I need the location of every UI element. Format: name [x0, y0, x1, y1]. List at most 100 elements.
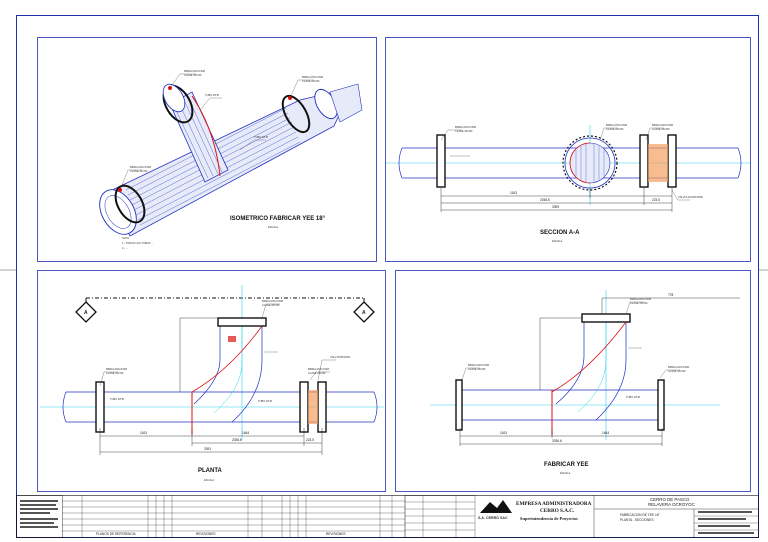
iso-scale: ESCALA — [268, 225, 279, 229]
svg-text:A: A — [362, 310, 366, 316]
project-name-2: RELAVERA OCROYOC — [648, 502, 695, 507]
section-gasket — [648, 144, 668, 182]
section-title: SECCION A-A — [540, 230, 580, 236]
ref-drawings-label: PLANOS DE REFERENCIA — [96, 532, 137, 536]
isometric-view: BRIDA ANSI 150#CLASE 150 RF BRIDA ANSI 1… — [37, 37, 377, 262]
svg-text:TUBO 18"Ø: TUBO 18"Ø — [258, 399, 272, 403]
svg-text:BRIDA ANSI 150#: BRIDA ANSI 150# — [668, 365, 689, 369]
company-name-2: CERRO S.A.C. — [540, 508, 575, 514]
project-name-1: CERRO DE PASCO — [650, 497, 690, 502]
section-dim-2: 2036.6 — [540, 198, 550, 202]
section-flange-right-2 — [667, 134, 677, 188]
svg-text:VÁLVULA/SOPORTE: VÁLVULA/SOPORTE — [678, 195, 703, 199]
plan-dim-3: 2036.6 — [232, 438, 242, 442]
section-frame — [385, 37, 751, 262]
iso-main-pipe — [99, 83, 363, 237]
svg-text:BRIDA ANSI 150#: BRIDA ANSI 150# — [652, 123, 673, 127]
svg-text:BRIDA ANSI 150#: BRIDA ANSI 150# — [302, 75, 323, 79]
yee-branch — [551, 313, 631, 435]
company-name-1: EMPRESA ADMINISTRADORA — [516, 501, 592, 507]
department: Superintendencia de Proyectos — [520, 516, 578, 521]
plan-view: A A — [37, 270, 386, 492]
svg-text:BRIDA ANSI 150#: BRIDA ANSI 150# — [468, 363, 489, 367]
revisions-label: REVISIONES — [196, 532, 216, 536]
drawing-title-2: PLANTA - SECCIONES — [620, 518, 654, 522]
svg-text:TUBO 18"Ø: TUBO 18"Ø — [205, 93, 219, 97]
svg-text:S.A. CERRO SAC: S.A. CERRO SAC — [478, 516, 508, 520]
svg-text:CLASE 150 RF: CLASE 150 RF — [308, 371, 326, 375]
plan-flange-right-2 — [317, 381, 327, 433]
yee-title: FABRICAR YEE — [544, 462, 589, 468]
yee-dim-3: 2036.6 — [552, 439, 562, 443]
plan-dim-5: 3391 — [204, 447, 211, 451]
section-scale: ESCALA — [552, 239, 563, 243]
svg-text:CLASE 150 RF: CLASE 150 RF — [652, 127, 670, 131]
plan-dim-2: 1464 — [242, 431, 249, 435]
plan-dim-4: 223.5 — [306, 438, 314, 442]
plan-flange-left — [95, 381, 105, 433]
section-dim-3: 223.5 — [652, 198, 660, 202]
yee-dim-1: 1163 — [500, 431, 507, 435]
plan-dim-1: 1163 — [140, 431, 147, 435]
yee-flange-left — [455, 379, 463, 431]
iso-note-2: 2.- ... — [122, 246, 128, 250]
svg-text:CLASE 150 RF: CLASE 150 RF — [606, 127, 624, 131]
svg-text:CLASE 150 RF: CLASE 150 RF — [262, 303, 280, 307]
section-view: BRIDA ANSI 150#CLASE 150 RF BRIDA ANSI 1… — [385, 37, 751, 262]
iso-annotations — [119, 73, 314, 191]
svg-text:BRIDA ANSI 150#: BRIDA ANSI 150# — [106, 367, 127, 371]
yee-main-pipe — [460, 389, 662, 421]
svg-text:CLASE 150 RF: CLASE 150 RF — [630, 301, 648, 305]
section-dimensions — [440, 188, 673, 212]
section-marker-right: A — [353, 301, 375, 323]
plan-flange-right-1 — [299, 381, 309, 433]
yee-dimensions — [459, 428, 663, 446]
section-flange-left — [436, 134, 446, 188]
section-marker-left: A — [75, 301, 97, 323]
yee-frame — [395, 270, 751, 492]
svg-text:CLASE 150 RF: CLASE 150 RF — [106, 371, 124, 375]
svg-text:TUBO 18"Ø: TUBO 18"Ø — [110, 397, 124, 401]
section-dim-1: 1163 — [510, 191, 517, 195]
revisions-label-2: REVISIONES — [326, 532, 346, 536]
plan-gasket — [308, 390, 318, 424]
iso-branch-pipe — [162, 83, 229, 183]
svg-text:BRIDA ANSI 150#: BRIDA ANSI 150# — [606, 123, 627, 127]
yee-view: BRIDA ANSI 150#CLASE 150 RF BRIDA ANSI 1… — [395, 270, 751, 492]
yee-flange-right — [657, 379, 665, 431]
iso-notes-title: NOTA: — [122, 236, 130, 240]
svg-text:BRIDA ANSI 150#: BRIDA ANSI 150# — [630, 297, 651, 301]
yee-dim-2: 1464 — [602, 431, 609, 435]
svg-text:VÁLV./SOPORTE: VÁLV./SOPORTE — [330, 355, 351, 359]
svg-text:TUBO 18"Ø: TUBO 18"Ø — [254, 135, 268, 139]
iso-frame — [37, 37, 377, 262]
svg-text:CLASE 150 RF: CLASE 150 RF — [184, 73, 202, 77]
svg-text:TUBO 18"Ø: TUBO 18"Ø — [626, 395, 640, 399]
svg-text:BRIDA ANSI 150#: BRIDA ANSI 150# — [455, 125, 476, 129]
iso-title: ISOMETRICO FABRICAR YEE 18° — [230, 216, 326, 222]
svg-text:CLASE 150 RF: CLASE 150 RF — [455, 129, 473, 133]
svg-text:CLASE 150 RF: CLASE 150 RF — [668, 369, 686, 373]
svg-text:CLASE 150 RF: CLASE 150 RF — [468, 367, 486, 371]
yee-dim-top: 778 — [668, 293, 674, 297]
svg-text:BRIDA ANSI 150#: BRIDA ANSI 150# — [130, 165, 151, 169]
title-block: PLANOS DE REFERENCIA REVISIONES REVISION… — [16, 495, 759, 538]
company-logo: S.A. CERRO SAC — [478, 500, 512, 520]
plan-title: PLANTA — [198, 468, 223, 474]
svg-text:CLASE 150 RF: CLASE 150 RF — [130, 169, 148, 173]
svg-text:BRIDA ANSI 150#: BRIDA ANSI 150# — [184, 69, 205, 73]
svg-text:BRIDA ANSI 150#: BRIDA ANSI 150# — [308, 367, 329, 371]
drawing-title-1: FABRICACION DE YEE 18° — [620, 513, 661, 517]
section-flange-right-1 — [639, 134, 649, 188]
iso-note-1: 1.- TODOS LOS TUBOS ... — [122, 241, 154, 245]
plan-scale: ESCALA — [204, 478, 215, 482]
svg-text:BRIDA ANSI 150#: BRIDA ANSI 150# — [262, 299, 283, 303]
plan-dimensions — [99, 428, 323, 455]
section-dim-4: 3399 — [552, 205, 559, 209]
yee-scale: ESCALA — [560, 471, 571, 475]
svg-text:A: A — [84, 310, 88, 316]
plan-branch — [191, 317, 267, 435]
svg-text:CLASE 150 RF: CLASE 150 RF — [302, 79, 320, 83]
plan-frame — [37, 270, 386, 492]
